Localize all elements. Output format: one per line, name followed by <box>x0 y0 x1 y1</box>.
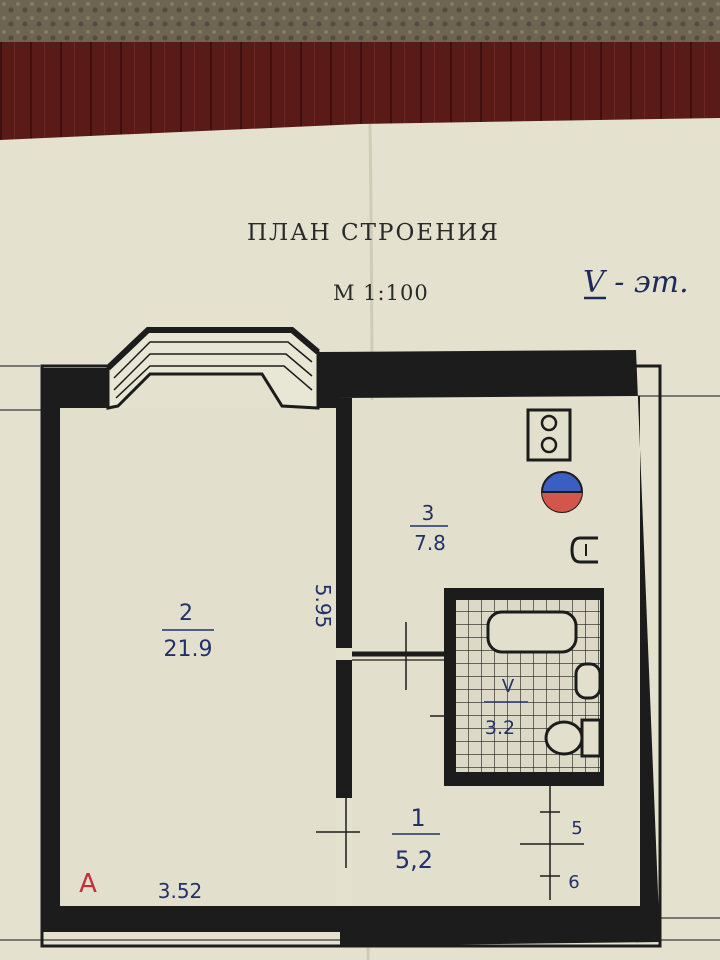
door-label-6: 6 <box>568 872 579 893</box>
stove-icon <box>526 408 572 462</box>
dimension-length: 5.95 <box>311 584 335 629</box>
bathtub-icon <box>486 610 578 654</box>
room-2-area: 21.9 <box>164 637 213 662</box>
corner-mark-letter: A <box>79 869 97 899</box>
kitchen-sink-icon <box>570 536 598 564</box>
room-1-area: 5,2 <box>395 846 433 874</box>
room-2-floor <box>60 408 336 906</box>
toilet-icon <box>544 720 584 756</box>
bathroom-number: V <box>502 676 515 697</box>
dimension-width: 3.52 <box>158 879 203 903</box>
door-label-5: 5 <box>571 818 582 839</box>
carpet-background <box>0 0 720 45</box>
room-2-number: 2 <box>179 601 193 626</box>
bay-window <box>105 327 320 410</box>
plan-scale: М 1:100 <box>333 281 429 305</box>
bathroom-area: 3.2 <box>485 717 515 739</box>
plan-title: ПЛАН СТРОЕНИЯ <box>247 220 500 246</box>
room-3-area: 7.8 <box>414 531 446 555</box>
sink-icon <box>574 662 602 700</box>
partition-wall-upper <box>336 398 352 648</box>
bathroom <box>430 588 604 786</box>
toilet-tank-icon <box>580 718 602 758</box>
outer-wall-frame <box>40 364 662 948</box>
room-3-number: 3 <box>422 501 435 525</box>
gas-meter-icon <box>541 471 583 513</box>
partition-wall-lower <box>336 660 352 798</box>
room-1-number: 1 <box>410 804 425 832</box>
floor-label: V - эт. <box>583 265 689 300</box>
